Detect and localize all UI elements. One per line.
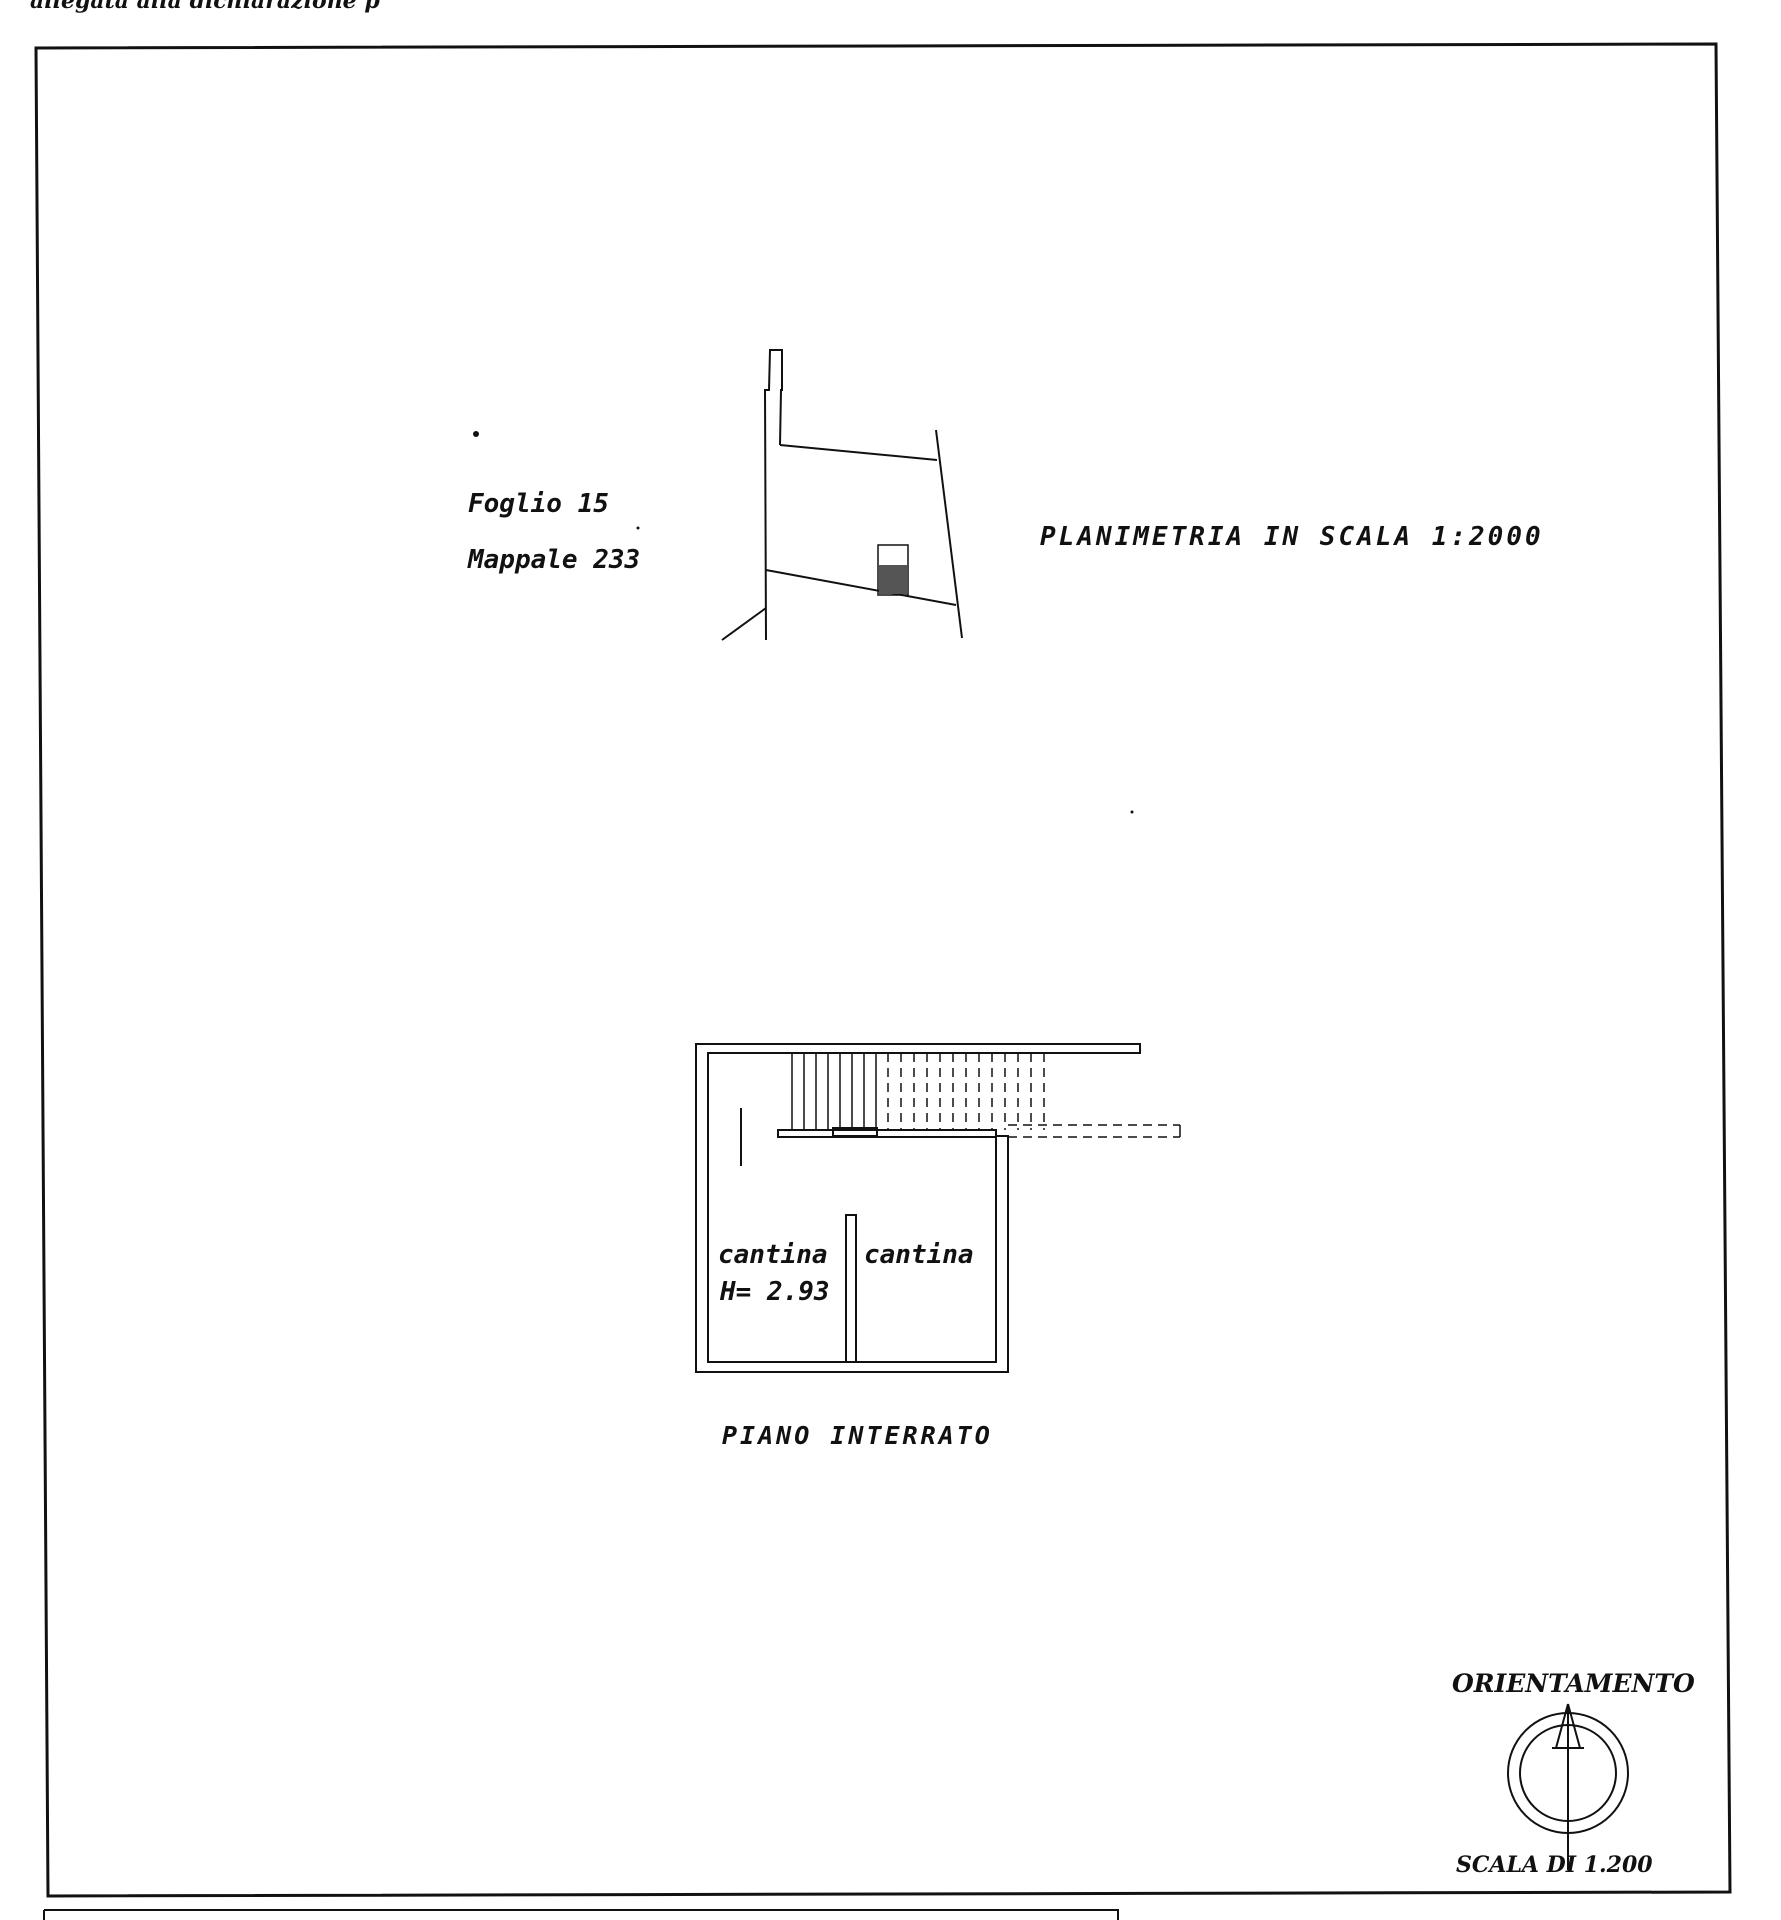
floor-plan (695, 1043, 1181, 1373)
room-left-label: cantina (718, 1240, 828, 1270)
main-frame (34, 42, 1732, 1898)
site-plan-building-hatch (879, 565, 907, 594)
foglio-label: Foglio 15 (468, 489, 609, 519)
stair-treads-dashed (887, 1053, 1045, 1130)
scan-dot (636, 526, 640, 530)
room-right-label: cantina (864, 1240, 974, 1270)
site-plan-right-boundary (935, 429, 963, 639)
orientation-symbol (1507, 1703, 1629, 1870)
site-plan-upper-line (779, 444, 938, 461)
interior-divider (845, 1214, 857, 1362)
dashed-wall-extension (1008, 1124, 1180, 1138)
landing-wall (777, 1129, 997, 1138)
site-plan-building-outline (877, 544, 909, 596)
orientation-title: ORIENTAMENTO (1452, 1669, 1695, 1698)
site-plan (473, 349, 1134, 814)
stair-treads-solid (791, 1053, 877, 1130)
site-plan-left-boundary (763, 349, 783, 641)
legend-box (43, 1909, 1119, 1920)
door-marker (832, 1127, 878, 1137)
orientation-scale: SCALA DI 1.200 (1456, 1852, 1653, 1878)
room-height-label: H= 2.93 (719, 1277, 830, 1307)
header-fragment: allegata alla dichiarazione p (30, 0, 380, 14)
north-arrow-icon (1552, 1703, 1584, 1870)
site-plan-scale-title: PLANIMETRIA IN SCALA 1:2000 (1040, 522, 1544, 552)
scan-dot (1130, 810, 1134, 814)
scan-dot (473, 431, 479, 437)
mappale-label: Mappale 233 (467, 545, 640, 575)
floor-plan-title: PIANO INTERRATO (722, 1421, 993, 1450)
site-plan-lower-line (765, 569, 957, 606)
site-plan-diagonal (721, 607, 767, 641)
outer-wall-outer (695, 1043, 1141, 1373)
